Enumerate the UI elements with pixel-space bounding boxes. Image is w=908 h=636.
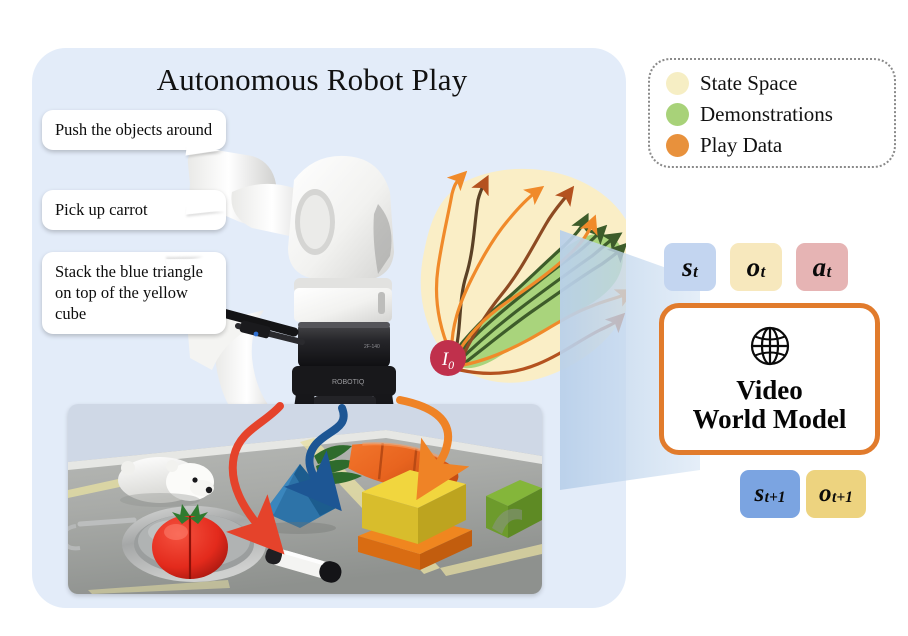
state-space-diagram: I0 (420, 168, 626, 383)
token-symbol: s (754, 480, 765, 507)
legend-label-state-space: State Space (700, 71, 798, 95)
instruction-bubble-push: Push the objects around (42, 110, 226, 151)
token-symbol: s (682, 251, 693, 282)
instruction-text: Pick up carrot (55, 200, 148, 219)
legend-label-demonstrations: Demonstrations (700, 102, 833, 126)
world-model-line-2: World Model (692, 403, 847, 434)
page-title: Autonomous Robot Play (156, 62, 468, 97)
token-subscript: t+1 (832, 489, 853, 507)
legend-swatch-demonstrations (666, 103, 689, 126)
legend-swatch-play-data (666, 134, 689, 157)
instruction-text: Stack the blue triangle on top of the ye… (55, 262, 203, 324)
legend-item-state-space: State Space (666, 68, 894, 99)
video-world-model-box: Video World Model (659, 303, 880, 455)
robot-play-table-photo (68, 404, 542, 594)
legend-item-play-data: Play Data (666, 130, 894, 161)
legend: State Space Demonstrations Play Data (648, 58, 896, 168)
token-symbol: o (746, 251, 761, 282)
svg-text:ROBOTIQ: ROBOTIQ (332, 379, 365, 386)
instruction-text: Push the objects around (55, 120, 213, 139)
instruction-bubble-pick: Pick up carrot (42, 190, 226, 231)
legend-label-play-data: Play Data (700, 133, 783, 157)
token-symbol: a (812, 251, 827, 282)
globe-icon (749, 325, 791, 372)
token-subscript: t+1 (764, 489, 786, 507)
token-subscript: t (826, 261, 832, 281)
legend-swatch-state-space (666, 72, 689, 95)
token-symbol: o (819, 480, 832, 507)
legend-item-demonstrations: Demonstrations (666, 99, 894, 130)
world-model-line-1: Video (736, 375, 803, 406)
token-subscript: t (693, 261, 698, 281)
world-model-label: Video World Model (693, 376, 847, 433)
token-subscript: t (760, 261, 766, 281)
instruction-bubble-stack: Stack the blue triangle on top of the ye… (42, 252, 226, 335)
svg-text:2F-140: 2F-140 (364, 344, 380, 350)
initial-state-marker (430, 340, 466, 376)
